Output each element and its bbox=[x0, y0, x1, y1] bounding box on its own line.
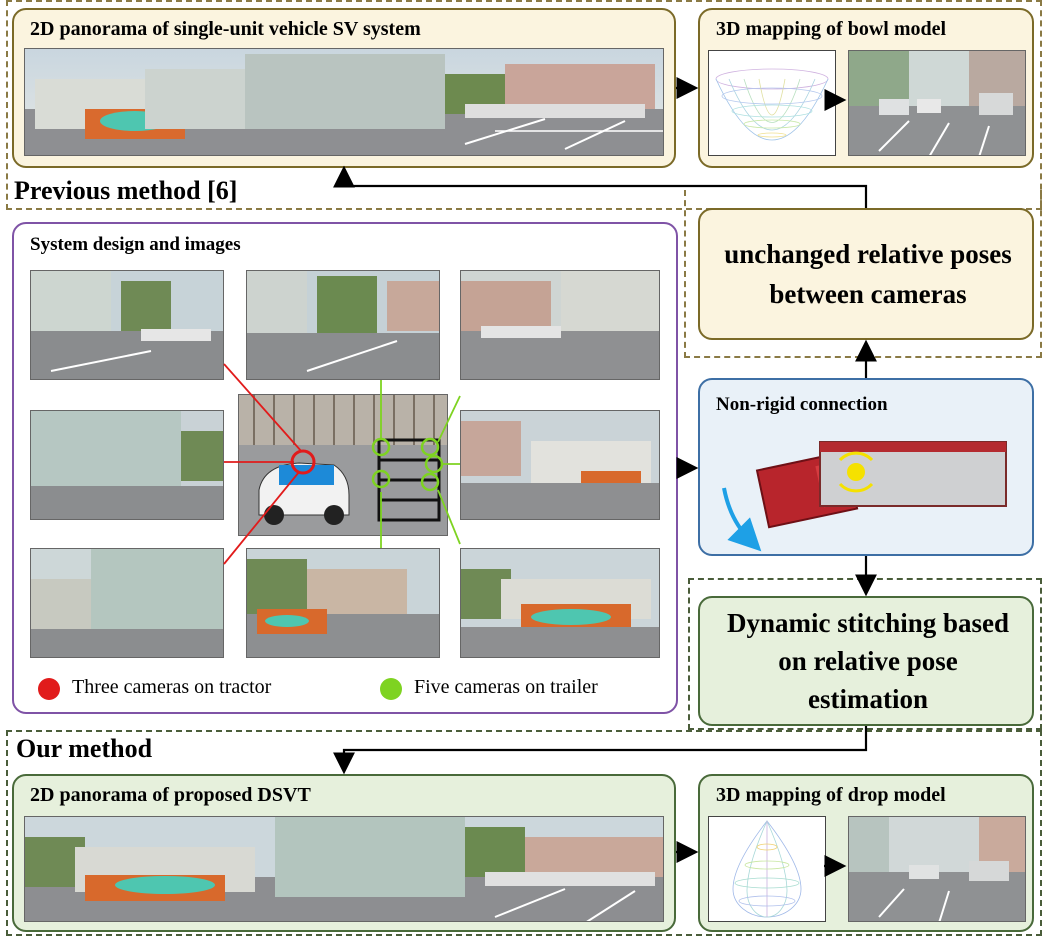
camera-image-3 bbox=[460, 270, 660, 380]
camera-image-4 bbox=[30, 410, 224, 520]
previous-method-label: Previous method [6] bbox=[14, 176, 244, 206]
bottom-panorama-image bbox=[24, 816, 664, 922]
top-panorama-panel: 2D panorama of single-unit vehicle SV sy… bbox=[12, 8, 676, 168]
bowl-mapping-panel: 3D mapping of bowl model bbox=[698, 8, 1034, 168]
trailer-camera-marker-3 bbox=[424, 454, 444, 474]
dynamic-stitching-text: Dynamic stitching based on relative pose… bbox=[726, 608, 1010, 714]
camera-image-1 bbox=[30, 270, 224, 380]
dynamic-stitching-panel: Dynamic stitching based on relative pose… bbox=[698, 596, 1034, 726]
legend-trailer-label: Five cameras on trailer bbox=[414, 676, 598, 698]
system-design-panel: System design and images bbox=[12, 222, 678, 714]
non-rigid-panel: Non-rigid connection bbox=[698, 378, 1034, 556]
legend-tractor-dot bbox=[38, 678, 60, 700]
top-panorama-image bbox=[24, 48, 664, 156]
trailer-camera-marker-4 bbox=[371, 469, 391, 489]
trailer-camera-marker-2 bbox=[420, 437, 440, 457]
camera-image-6 bbox=[30, 548, 224, 658]
trailer-camera-marker-1 bbox=[371, 437, 391, 457]
previous-method-region bbox=[6, 0, 1042, 210]
bottom-panorama-panel: 2D panorama of proposed DSVT bbox=[12, 774, 676, 932]
camera-image-2 bbox=[246, 270, 440, 380]
non-rigid-illustration bbox=[722, 441, 1007, 552]
drop-model-image bbox=[708, 816, 826, 922]
arrow-unchanged-to-previous bbox=[333, 165, 868, 208]
bottom-panorama-title: 2D panorama of proposed DSVT bbox=[30, 784, 311, 806]
bowl-mapping-title: 3D mapping of bowl model bbox=[716, 18, 947, 40]
trailer-line-2 bbox=[437, 395, 461, 443]
camera-image-5 bbox=[460, 410, 660, 520]
unchanged-poses-text: unchanged relative poses between cameras bbox=[724, 239, 1012, 309]
bowl-result-image bbox=[848, 50, 1026, 156]
legend-trailer-dot bbox=[380, 678, 402, 700]
camera-image-7 bbox=[246, 548, 440, 658]
system-design-title: System design and images bbox=[30, 234, 241, 255]
legend-tractor-label: Three cameras on tractor bbox=[72, 676, 272, 698]
trailer-camera-marker-5 bbox=[420, 472, 440, 492]
trailer-line-5 bbox=[437, 489, 461, 545]
unchanged-poses-panel: unchanged relative poses between cameras bbox=[698, 208, 1034, 340]
non-rigid-title: Non-rigid connection bbox=[716, 394, 888, 415]
drop-mapping-title: 3D mapping of drop model bbox=[716, 784, 946, 806]
our-method-region bbox=[6, 730, 1042, 936]
arrow-dynamic-to-ourmethod bbox=[333, 726, 868, 775]
camera-image-8 bbox=[460, 548, 660, 658]
vehicle-photo bbox=[238, 394, 448, 536]
drop-result-image bbox=[848, 816, 1026, 922]
camera-connectors bbox=[223, 363, 461, 565]
tractor-camera-marker bbox=[290, 449, 316, 475]
drop-mapping-panel: 3D mapping of drop model bbox=[698, 774, 1034, 932]
tractor-line-1 bbox=[223, 363, 303, 453]
our-method-label: Our method bbox=[16, 734, 159, 764]
bowl-model-image bbox=[708, 50, 836, 156]
tractor-line-3 bbox=[223, 471, 300, 565]
top-panorama-title: 2D panorama of single-unit vehicle SV sy… bbox=[30, 18, 421, 40]
